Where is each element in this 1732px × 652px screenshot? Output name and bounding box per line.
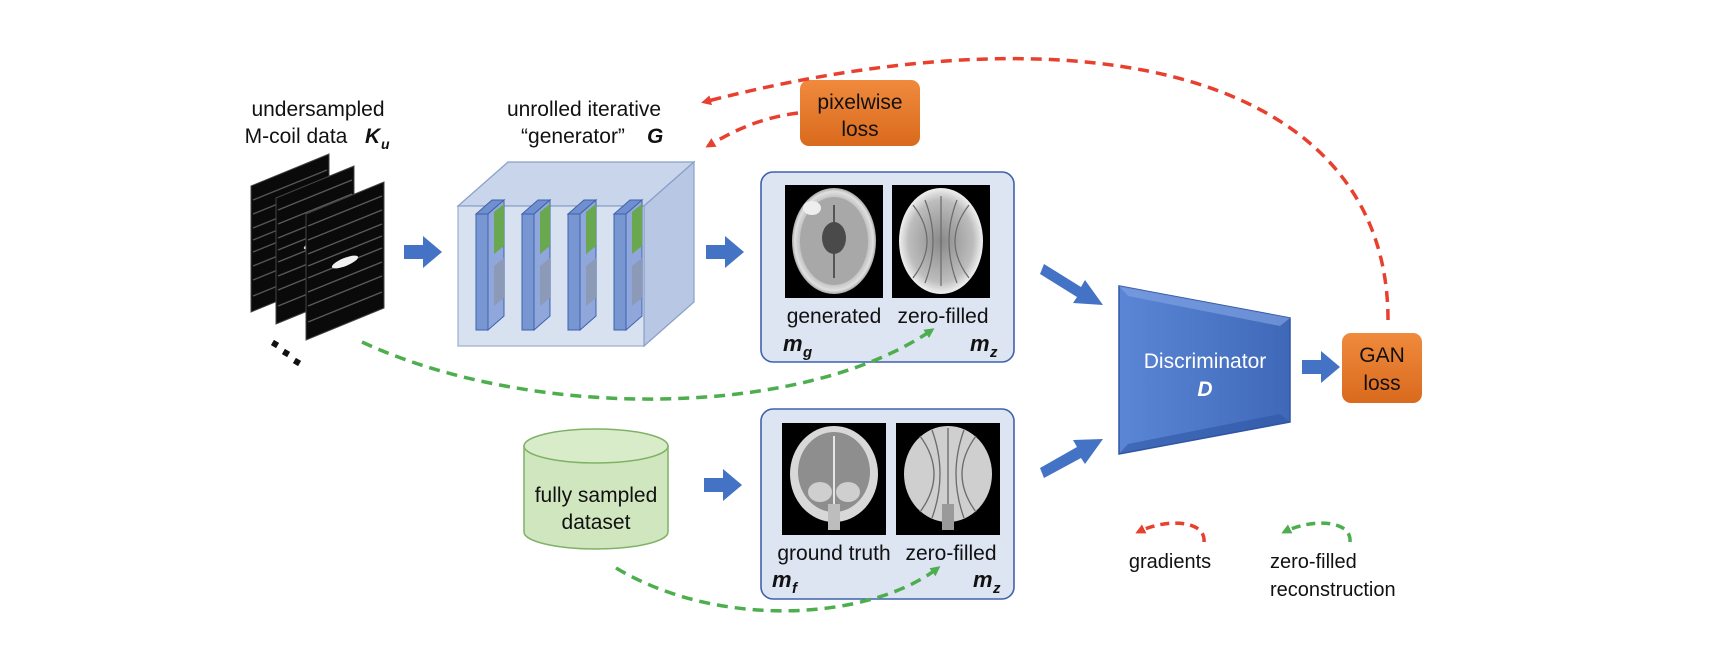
gan-loss-line2: loss [1363,372,1400,395]
generated-caption: generated [787,305,882,328]
ground-truth-panel: ground truth m f zero-filled m z [760,408,1015,600]
input-label: undersampled M-coil data K u [245,98,390,152]
zero-fill-arrow-input-to-panel [361,328,935,401]
gan-loss-line1: GAN [1359,344,1405,367]
kspace-coil-3 [305,181,385,341]
legend-zero-fill-line2: reconstruction [1270,579,1396,601]
legend-gradients-label: gradients [1129,551,1211,573]
discriminator-symbol: D [1197,378,1212,401]
zero-filled-symbol-sub-bottom: z [992,580,1001,597]
generator-symbol: G [647,125,663,148]
legend-zero-fill-icon [1281,521,1352,543]
pixelwise-loss-line1: pixelwise [817,91,902,114]
arrow-generated-to-discriminator [1040,264,1103,305]
generator-label: unrolled iterative “generator” G [507,98,663,148]
arrow-input-to-generator [404,236,442,268]
discriminator: Discriminator D [1118,285,1291,455]
generator-layer-2 [520,198,552,332]
ground-truth-symbol: m [772,567,792,592]
input-symbol-sub: u [381,136,390,152]
zero-fill-arrow-dataset-to-panel [615,566,941,613]
ground-truth-image [782,423,886,535]
kspace-coil-stack [250,153,385,367]
input-label-line1: undersampled [251,98,384,121]
generated-panel: generated m g zero-filled m z [760,171,1015,363]
input-symbol: K [365,125,382,148]
input-label-line2: M-coil data [245,125,348,148]
fully-sampled-dataset: fully sampled dataset [523,428,669,550]
pixelwise-loss-box: pixelwise loss [800,80,920,146]
generator-label-line2: “generator” [521,125,625,148]
generated-image [785,185,883,298]
dataset-line2: dataset [562,511,631,534]
zero-filled-image-bottom [896,423,1000,535]
arrow-truth-to-discriminator [1040,439,1103,478]
dataset-line1: fully sampled [535,484,658,507]
gan-loss-box: GAN loss [1342,333,1422,403]
pixelwise-loss-line2: loss [841,118,878,141]
generator-layer-1 [474,198,506,332]
arrow-generator-to-panel [706,236,744,268]
ground-truth-symbol-sub: f [792,580,799,597]
generator-layer-4 [612,198,644,332]
zero-filled-caption-top: zero-filled [897,305,988,328]
legend: gradients zero-filled reconstruction [1129,521,1396,601]
legend-gradient-icon [1135,521,1206,543]
discriminator-label: Discriminator [1144,350,1267,373]
generated-symbol-sub: g [802,344,812,361]
legend-zero-fill-line1: zero-filled [1270,551,1357,573]
zero-filled-image-top [892,185,990,298]
zero-filled-symbol-top: m [970,331,990,356]
generator-layer-3 [566,198,598,332]
arrow-discriminator-to-gan-loss [1302,351,1340,383]
gradient-arrow-gan-to-generator [701,56,1390,321]
zero-filled-symbol-bottom: m [973,567,993,592]
generator-block [456,160,696,348]
generated-symbol: m [783,331,803,356]
generator-label-line1: unrolled iterative [507,98,661,121]
ellipsis-dots [270,339,302,367]
gradient-arrow-pixelwise-to-generator [705,111,799,148]
zero-filled-symbol-sub-top: z [989,344,998,361]
ground-truth-caption: ground truth [777,542,890,565]
zero-filled-caption-bottom: zero-filled [905,542,996,565]
arrow-dataset-to-panel [704,469,742,501]
